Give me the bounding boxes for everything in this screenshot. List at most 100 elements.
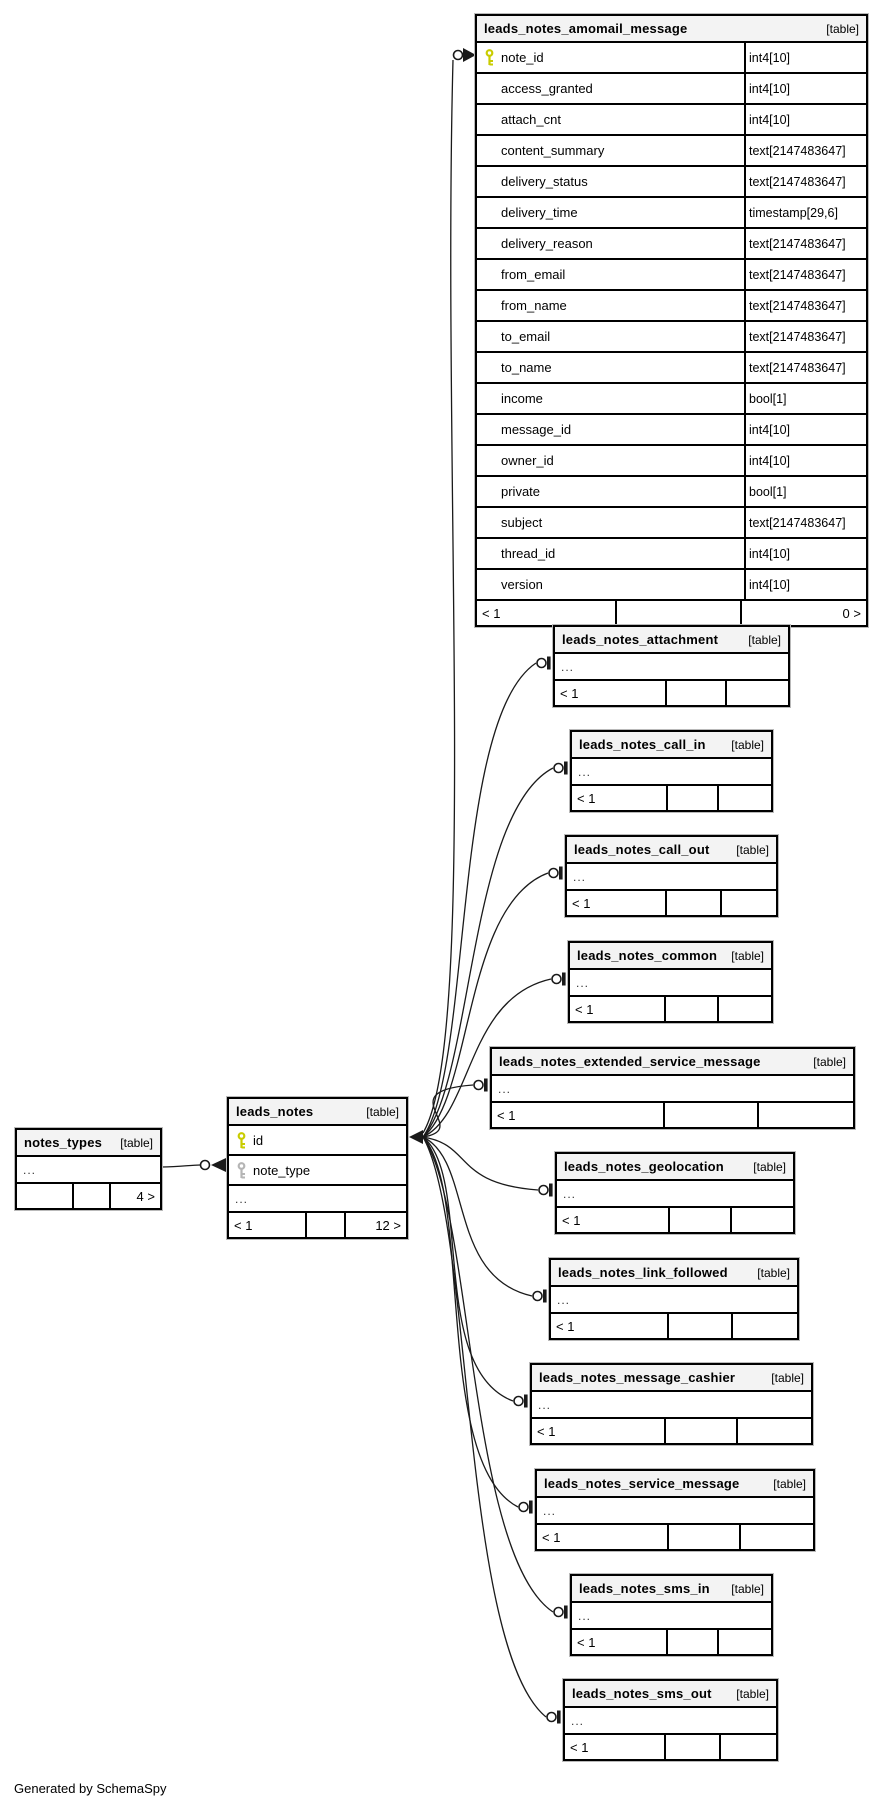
- table-footer: < 1: [570, 997, 771, 1021]
- hidden-columns-ellipsis: ...: [557, 1181, 793, 1208]
- table-badge: [table]: [773, 1476, 806, 1491]
- hidden-columns-ellipsis: ...: [572, 759, 771, 786]
- table-node-leads_notes_extended_service_message: leads_notes_extended_service_message[tab…: [490, 1047, 855, 1129]
- footer-cell-mid: [666, 997, 719, 1021]
- relationship-line: [422, 1136, 519, 1508]
- relationship-line: [422, 767, 554, 1138]
- footer-cell-left: < 1: [532, 1419, 666, 1443]
- table-footer: < 1: [555, 681, 788, 705]
- primary-key-slot: [229, 1131, 253, 1149]
- table-header: leads_notes_service_message [table]: [537, 1471, 813, 1498]
- column-row: note_type: [229, 1156, 406, 1186]
- table-footer: < 1: [551, 1314, 797, 1338]
- column-name: delivery_time: [501, 205, 578, 220]
- table-link-leads_notes_link_followed[interactable]: leads_notes_link_followed: [558, 1265, 728, 1280]
- footer-cell-right: [719, 786, 771, 810]
- table-footer: < 1: [572, 1630, 771, 1654]
- one-cardinality-bar-icon: [557, 1710, 561, 1724]
- table-footer: < 1: [572, 786, 771, 810]
- table-link-leads_notes_amomail_message[interactable]: leads_notes_amomail_message: [484, 21, 688, 36]
- column-type: int4[10]: [744, 74, 866, 103]
- footer-cell-right: [741, 1525, 813, 1549]
- table-node-leads_notes_attachment: leads_notes_attachment[table]...< 1: [553, 625, 790, 707]
- column-type: int4[10]: [744, 43, 866, 72]
- table-badge: [table]: [366, 1104, 399, 1119]
- footer-cell-mid: [668, 1630, 720, 1654]
- table-node-leads_notes_message_cashier: leads_notes_message_cashier[table]...< 1: [530, 1363, 813, 1445]
- footer-cell-mid: [666, 1735, 722, 1759]
- footer-cell-right: [719, 997, 771, 1021]
- hidden-columns-ellipsis: ...: [492, 1076, 853, 1103]
- hidden-columns-ellipsis: ...: [532, 1392, 811, 1419]
- column-row: id: [229, 1126, 406, 1156]
- table-link-leads_notes_call_in[interactable]: leads_notes_call_in: [579, 737, 706, 752]
- arrowhead-icon: [211, 1158, 226, 1172]
- hidden-columns-ellipsis: ...: [572, 1603, 771, 1630]
- column-name: subject: [501, 515, 543, 530]
- table-badge: [table]: [120, 1135, 153, 1150]
- column-type: int4[10]: [744, 539, 866, 568]
- table-link-leads_notes_sms_in[interactable]: leads_notes_sms_in: [579, 1581, 710, 1596]
- column-row: from_name text[2147483647]: [477, 291, 866, 322]
- table-link-leads_notes_sms_out[interactable]: leads_notes_sms_out: [572, 1686, 712, 1701]
- relationship-line: [422, 872, 549, 1138]
- table-badge: [table]: [826, 21, 859, 36]
- primary-key-icon: [237, 1131, 245, 1148]
- column-row: delivery_status text[2147483647]: [477, 167, 866, 198]
- table-link-leads_notes_call_out[interactable]: leads_notes_call_out: [574, 842, 710, 857]
- footer-cell-right: [732, 1208, 793, 1232]
- table-node-leads_notes_sms_in: leads_notes_sms_in[table]...< 1: [570, 1574, 773, 1656]
- table-header: leads_notes_amomail_message [table]: [477, 16, 866, 43]
- hidden-columns-ellipsis: ...: [229, 1186, 406, 1213]
- table-link-leads_notes_extended_service_message[interactable]: leads_notes_extended_service_message: [499, 1054, 761, 1069]
- footer-cell-mid: [667, 681, 728, 705]
- column-type: text[2147483647]: [744, 229, 866, 258]
- relationship-line: [161, 1164, 201, 1168]
- relationship-line: [422, 59, 456, 1134]
- one-cardinality-bar-icon: [529, 1500, 533, 1514]
- column-name: delivery_status: [501, 174, 588, 189]
- table-link-leads_notes[interactable]: leads_notes: [236, 1104, 314, 1119]
- zero-cardinality-icon: [536, 657, 547, 669]
- table-link-notes_types[interactable]: notes_types: [24, 1135, 103, 1150]
- footer-cell-mid: [670, 1208, 732, 1232]
- table-link-leads_notes_message_cashier[interactable]: leads_notes_message_cashier: [539, 1370, 736, 1385]
- column-type: text[2147483647]: [744, 322, 866, 351]
- table-header: leads_notes_call_in [table]: [572, 732, 771, 759]
- table-link-leads_notes_attachment[interactable]: leads_notes_attachment: [562, 632, 719, 647]
- footer-cell-right: [722, 891, 776, 915]
- one-cardinality-bar-icon: [564, 1605, 568, 1619]
- column-type: int4[10]: [744, 446, 866, 475]
- footer-cell-left: [17, 1184, 75, 1208]
- column-name: from_email: [501, 267, 566, 282]
- table-link-leads_notes_geolocation[interactable]: leads_notes_geolocation: [564, 1159, 724, 1174]
- hidden-columns-ellipsis: ...: [570, 970, 771, 997]
- column-type: text[2147483647]: [744, 291, 866, 320]
- hidden-columns-ellipsis: ...: [551, 1287, 797, 1314]
- column-type: text[2147483647]: [744, 136, 866, 165]
- column-name: from_name: [501, 298, 567, 313]
- hidden-columns-ellipsis: ...: [567, 864, 776, 891]
- column-type: text[2147483647]: [744, 167, 866, 196]
- table-badge: [table]: [731, 737, 764, 752]
- footer-cell-right: [721, 1735, 776, 1759]
- table-footer: < 1: [565, 1735, 776, 1759]
- table-node-leads_notes_geolocation: leads_notes_geolocation[table]...< 1: [555, 1152, 795, 1234]
- table-link-leads_notes_service_message[interactable]: leads_notes_service_message: [544, 1476, 740, 1491]
- footer-cell-right: [719, 1630, 771, 1654]
- footer-cell-right: [738, 1419, 811, 1443]
- table-link-leads_notes_common[interactable]: leads_notes_common: [577, 948, 718, 963]
- footer-cell-left: < 1: [229, 1213, 307, 1237]
- footer-cell-mid: [617, 601, 742, 625]
